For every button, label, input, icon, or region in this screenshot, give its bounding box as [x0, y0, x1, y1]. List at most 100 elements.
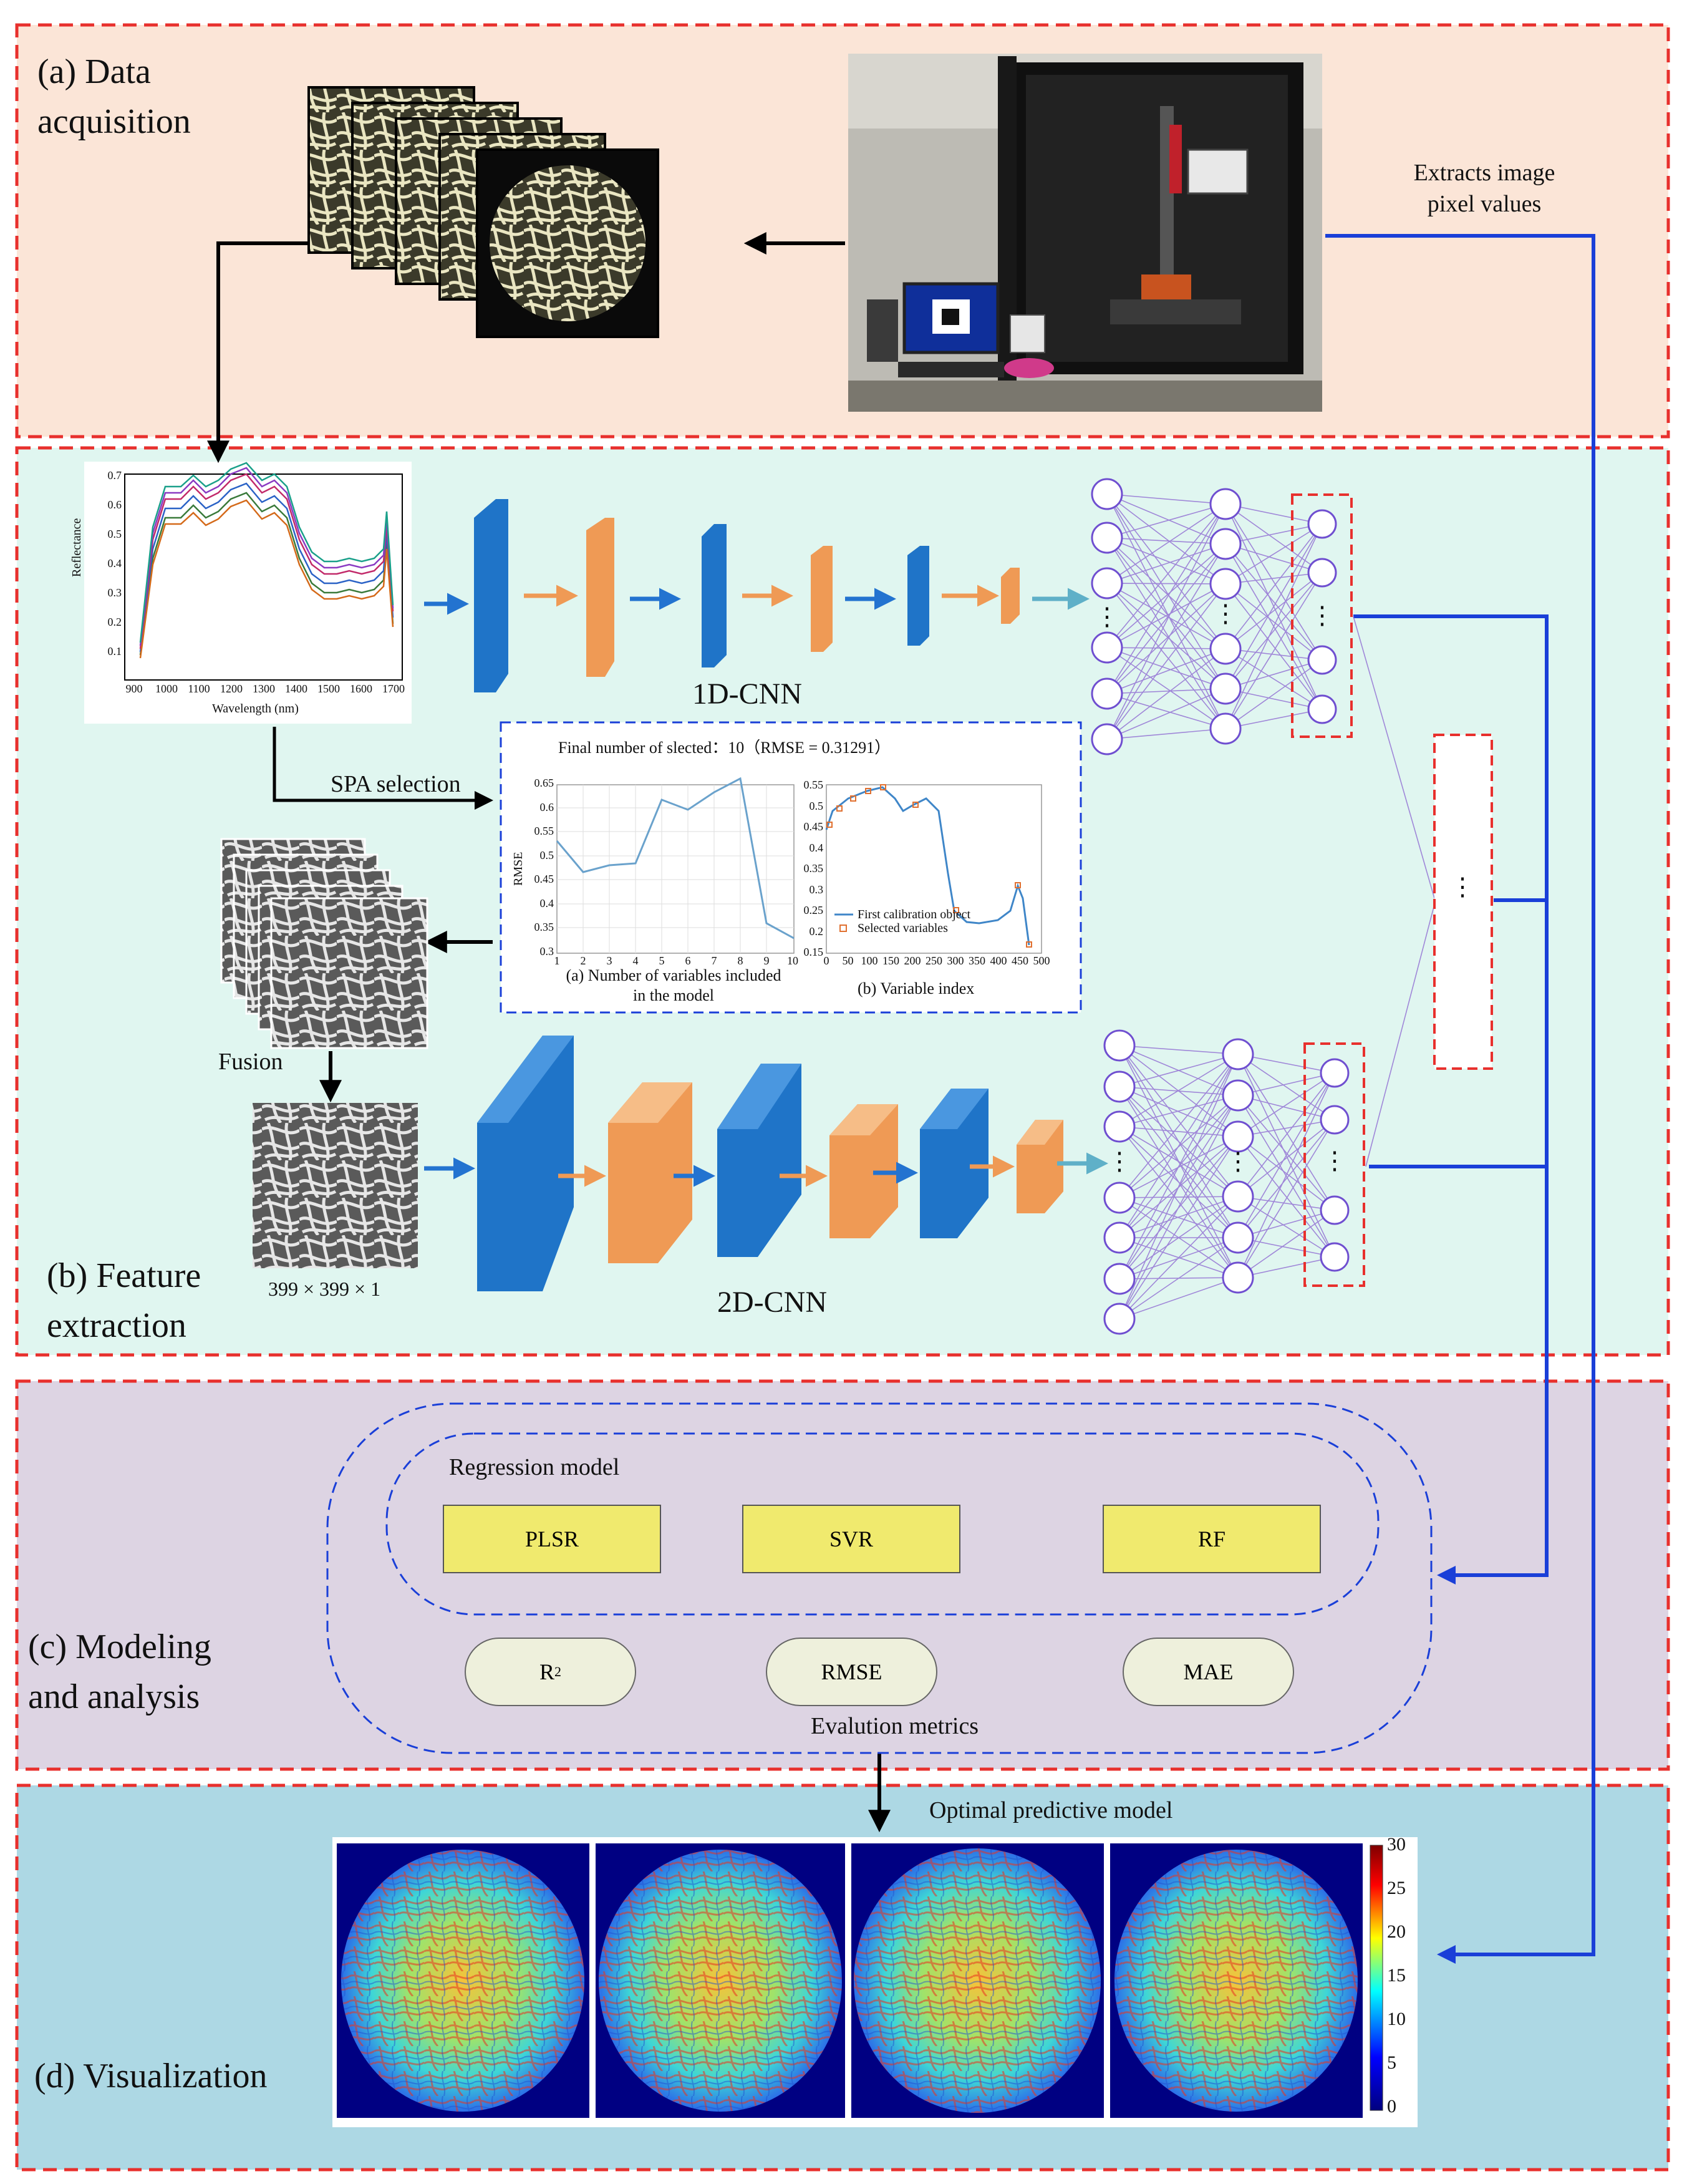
output-box-1d [1291, 493, 1353, 738]
nn1d-edge [1106, 503, 1226, 740]
nn2d-neuron [1320, 1195, 1350, 1225]
nn1d-edge [1106, 503, 1226, 694]
nn1d-neuron [1091, 478, 1123, 510]
fusion-label: Fusion [218, 1049, 283, 1075]
nn1d-edge [1106, 583, 1226, 585]
spectra-ytick: 0.4 [107, 557, 122, 570]
nn2d-edge [1237, 1136, 1335, 1258]
nn2d-edge [1119, 1086, 1239, 1137]
spa-left-xtick: 7 [711, 954, 717, 967]
nn2d-edge [1237, 1119, 1335, 1278]
spectra-xtick: 1300 [253, 682, 275, 695]
spa-right-xtick: 100 [861, 954, 878, 967]
nn2d-ellipsis: ⋮ [1225, 1147, 1250, 1175]
spectra-ytick: 0.1 [107, 645, 122, 658]
cnn1d-label: 1D-CNN [692, 677, 802, 711]
spa-left-xtick: 4 [632, 954, 639, 967]
spa-selection-label: SPA selection [331, 771, 461, 797]
nn1d-neuron [1209, 672, 1242, 705]
nn2d-edge [1237, 1119, 1335, 1137]
nn1d-neuron [1091, 677, 1123, 710]
metric-label: MAE [1183, 1659, 1234, 1684]
nn1d-ellipsis: ⋮ [1213, 599, 1238, 628]
nn1d-edge [1106, 583, 1226, 689]
spectra-ytick: 0.7 [107, 469, 122, 482]
spa-right-xtick: 50 [842, 954, 854, 967]
sample-image-stack [307, 86, 659, 338]
nn2d-edge [1237, 1210, 1335, 1278]
spa-left-ylabel: RMSE [511, 852, 525, 886]
spa-left-xtick: 10 [787, 954, 798, 967]
nn2d-edge [1119, 1054, 1239, 1198]
spa-legend-first: First calibration object [858, 908, 971, 921]
nn1d-edge [1225, 503, 1323, 661]
nn2d-neuron [1222, 1221, 1254, 1254]
nn1d-edge [1225, 523, 1323, 729]
section-c-title-1: (c) Modeling [28, 1628, 211, 1666]
spectra-xtick: 1500 [317, 682, 340, 695]
nn2d-neuron [1103, 1303, 1136, 1335]
model-box-svr: SVR [742, 1505, 960, 1573]
nn1d-edge [1106, 543, 1226, 694]
nn1d-edge [1225, 523, 1323, 545]
section-b-title-2: extraction [47, 1306, 186, 1345]
nn1d-edge [1106, 493, 1226, 649]
nn1d-edge [1106, 503, 1226, 584]
spectra-ytick: 0.2 [107, 616, 122, 628]
nn2d-neuron [1222, 1079, 1254, 1112]
spa-left-xtick: 9 [763, 954, 770, 967]
nn1d-neuron [1209, 568, 1242, 600]
spa-right-ytick: 0.5 [809, 799, 824, 812]
nn1d-edge [1106, 543, 1226, 648]
spectra-xtick: 1600 [350, 682, 372, 695]
nn1d-edge [1106, 647, 1226, 689]
nn2d-edge [1119, 1196, 1239, 1279]
nn2d-edge [1237, 1054, 1335, 1211]
spa-left-ytick: 0.45 [534, 873, 554, 885]
nn1d-edge [1106, 728, 1226, 740]
spa-right-xtick: 200 [904, 954, 921, 967]
spectra-ytick: 0.3 [107, 586, 122, 599]
nn2d-edge [1237, 1072, 1335, 1137]
image-size-label: 399 × 399 × 1 [268, 1278, 381, 1300]
spa-right-xtick: 250 [926, 954, 942, 967]
nn2d-edge [1119, 1197, 1239, 1238]
nn2d-edge [1119, 1054, 1239, 1087]
nn2d-neuron [1320, 1058, 1350, 1088]
nn1d-edge [1106, 537, 1226, 649]
nn2d-edge [1119, 1126, 1239, 1238]
spa-right-ytick: 0.15 [803, 946, 824, 958]
nn1d-edge [1106, 688, 1226, 740]
spa-left-plot [556, 777, 795, 954]
output-box-2d [1303, 1042, 1365, 1287]
section-d-label: (d) Visualization [34, 2057, 268, 2095]
nn2d-edge [1119, 1126, 1239, 1278]
nn2d-edge [1119, 1054, 1239, 1238]
nn1d-neuron [1307, 558, 1337, 588]
colorbar-tick: 30 [1387, 1834, 1406, 1855]
extract-line-2: pixel values [1427, 191, 1542, 217]
nn1d-edge [1225, 543, 1323, 661]
evaluation-outer-capsule [326, 1402, 1433, 1754]
nn1d-neuron [1307, 694, 1337, 724]
nn2d-neuron [1222, 1261, 1254, 1294]
nn2d-neuron [1103, 1263, 1136, 1295]
spa-left-xtick: 1 [554, 954, 560, 967]
nn1d-edge [1225, 572, 1323, 729]
spa-left-xtick: 6 [685, 954, 691, 967]
nn2d-edge [1119, 1126, 1239, 1137]
nn2d-edge [1237, 1072, 1335, 1096]
nn1d-edge [1225, 648, 1323, 661]
nn1d-edge [1225, 648, 1323, 710]
spa-right-xtick: 300 [947, 954, 964, 967]
spectra-xtick: 1700 [382, 682, 405, 695]
nn2d-edge [1119, 1045, 1239, 1055]
nn2d-edge [1237, 1119, 1335, 1238]
nn2d-edge [1119, 1054, 1239, 1127]
nn2d-edge [1237, 1072, 1335, 1238]
nn1d-edge [1106, 503, 1226, 538]
nn2d-edge [1119, 1136, 1239, 1319]
